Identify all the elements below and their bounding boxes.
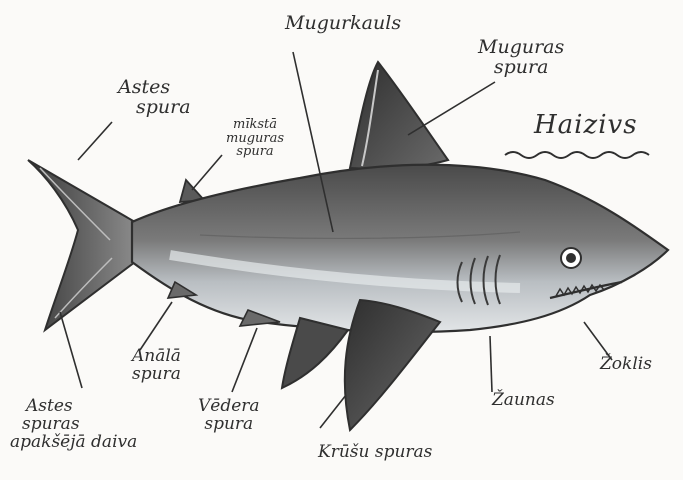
pelvic-fin (282, 318, 348, 388)
label-astes-spuras-apaksejaa-daiva: Astes spuras apakšējā daiva (10, 398, 137, 452)
label-miksta-muguras-spura: mīkstā muguras spura (226, 118, 284, 159)
label-anala-spura: Anālā spura (132, 348, 181, 384)
label-krusu-spuras: Krūšu spuras (318, 444, 432, 462)
shark-body (132, 165, 668, 332)
diagram-title: Haizivs (534, 112, 638, 139)
label-mugurkauls: Mugurkauls (285, 14, 401, 34)
label-zoklis: Žoklis (600, 356, 652, 374)
caudal-fin (28, 160, 135, 330)
title-underline (505, 152, 649, 158)
title-text: Haizivs (534, 112, 638, 139)
label-muguras-spura: Muguras spura (478, 38, 564, 78)
pectoral-fin (345, 300, 440, 430)
label-astes-spura: Astes spura (118, 78, 191, 118)
label-vedera-spura: Vēdera spura (198, 398, 260, 434)
label-zaunas: Žaunas (492, 392, 555, 410)
